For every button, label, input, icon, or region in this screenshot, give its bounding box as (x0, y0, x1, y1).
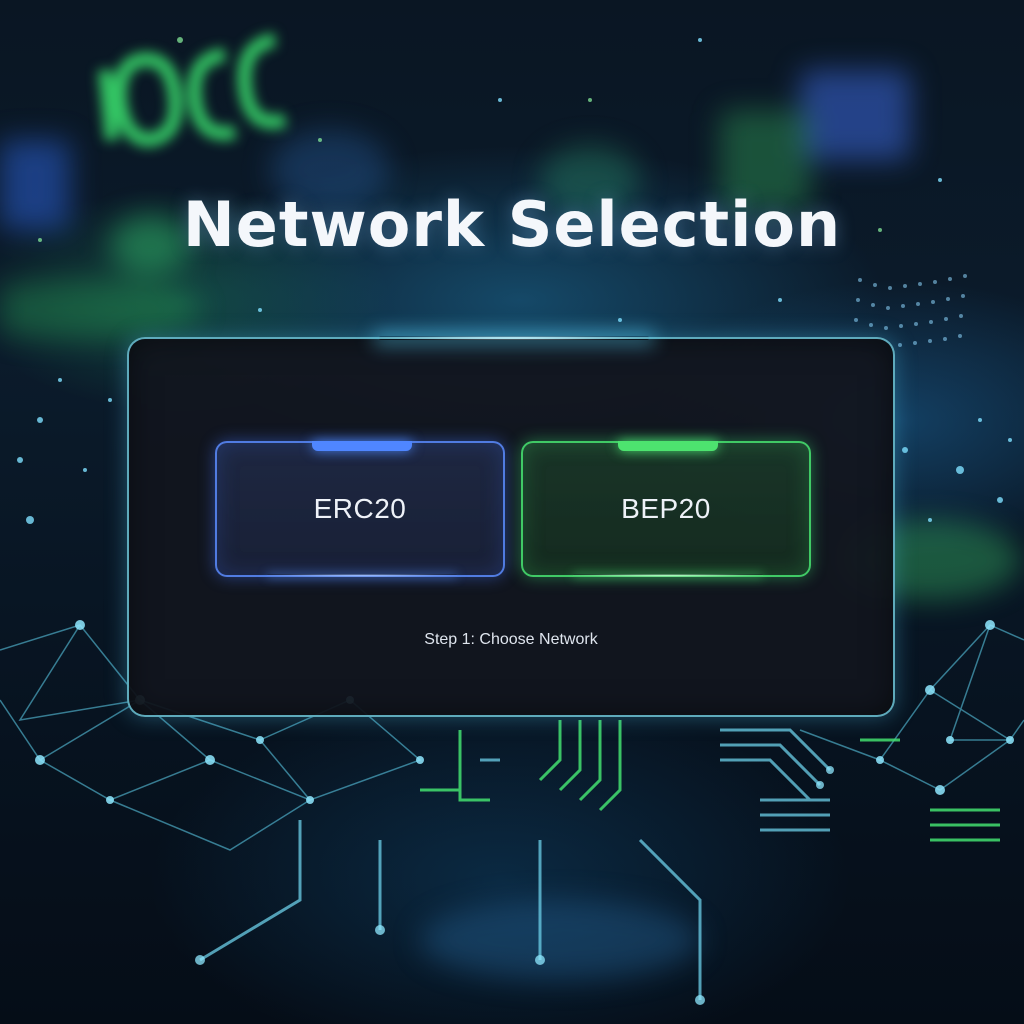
bep20-option-button[interactable]: BEP20 (521, 441, 811, 577)
erc20-indicator-tab (312, 441, 412, 451)
erc20-underglow (267, 574, 457, 577)
panel-top-glow (379, 336, 649, 340)
network-selection-panel: ERC20 BEP20 Step 1: Choose Network (127, 336, 895, 717)
step-instruction: Step 1: Choose Network (424, 631, 598, 648)
bep20-option-label: BEP20 (621, 493, 711, 524)
erc20-option-label: ERC20 (313, 493, 407, 524)
bep20-indicator-tab (618, 441, 718, 451)
erc20-option-button[interactable]: ERC20 (215, 441, 505, 577)
bep20-underglow (573, 574, 763, 577)
page-title: Network Selection (182, 188, 842, 261)
